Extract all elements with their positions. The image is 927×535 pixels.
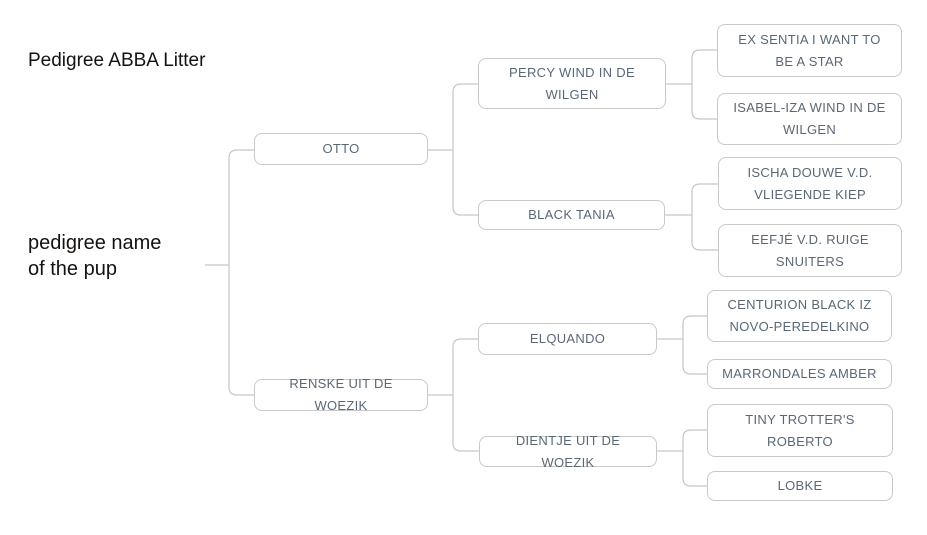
- connector-root-children: [228, 149, 254, 396]
- node-sire-dam[interactable]: BLACK TANIA: [478, 200, 665, 230]
- connector-sire-children: [452, 83, 478, 216]
- node-dam-sire-sire[interactable]: CENTURION BLACK IZ NOVO-PEREDELKINO: [707, 290, 892, 342]
- node-sire-dam-dam[interactable]: EEFJÉ V.D. RUIGE SNUITERS: [718, 224, 902, 277]
- node-dam-sire-dam[interactable]: MARRONDALES AMBER: [707, 359, 892, 389]
- node-dam-dam-sire[interactable]: TINY TROTTER'S ROBERTO: [707, 404, 893, 457]
- root-subject-label: pedigree name of the pup: [28, 232, 162, 280]
- node-sire-sire-dam[interactable]: ISABEL-IZA WIND IN DE WILGEN: [717, 93, 902, 145]
- node-sire-sire-sire[interactable]: EX SENTIA I WANT TO BE A STAR: [717, 24, 902, 77]
- connector-sire-dam-children: [691, 183, 718, 251]
- connector-sire-sire-children: [691, 49, 717, 120]
- node-sire-sire[interactable]: PERCY WIND IN DE WILGEN: [478, 58, 666, 109]
- node-sire[interactable]: OTTO: [254, 133, 428, 165]
- node-dam[interactable]: RENSKE UIT DE WOEZIK: [254, 376, 428, 413]
- page-title: Pedigree ABBA Litter: [28, 50, 206, 71]
- node-dam-dam[interactable]: DIENTJE UIT DE WOEZIK: [479, 433, 657, 470]
- node-dam-sire[interactable]: ELQUANDO: [478, 323, 657, 355]
- connector-dam-sire-children: [682, 315, 707, 375]
- connector-dam-dam-children: [682, 429, 707, 487]
- node-sire-dam-sire[interactable]: ISCHA DOUWE V.D. VLIEGENDE KIEP: [718, 157, 902, 210]
- node-dam-dam-dam[interactable]: LOBKE: [707, 471, 893, 501]
- connector-dam-children: [452, 338, 479, 452]
